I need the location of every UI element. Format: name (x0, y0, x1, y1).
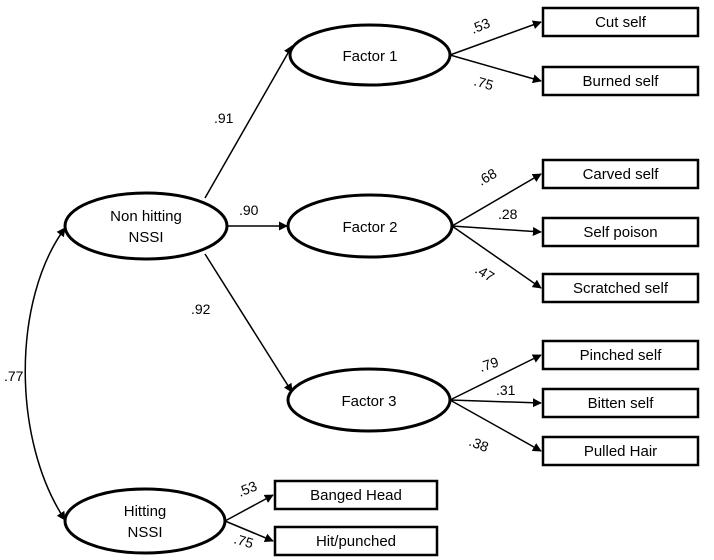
latent-factor3: Factor 3 (286, 367, 452, 433)
coef-hitting-hit: .75 (232, 531, 255, 552)
indicator-burned-self-label: Burned self (583, 73, 660, 90)
indicator-cut-self-label: Cut self (595, 14, 647, 31)
coef-nonhitting-factor2: .90 (239, 202, 259, 218)
latent-hitting-nssi: Hitting NSSI (63, 487, 227, 555)
indicator-bitten-self-label: Bitten self (588, 395, 655, 412)
latent-factor2: Factor 2 (286, 193, 454, 259)
edge-hitting-banged (224, 494, 274, 522)
indicator-banged-head: Banged Head (273, 479, 439, 511)
coef-correlation: .77 (4, 368, 24, 384)
latent-hitting-line1: Hitting (124, 503, 167, 520)
coef-factor3-bitten: .31 (496, 382, 516, 398)
indicator-pulled-hair: Pulled Hair (541, 435, 700, 467)
coef-nonhitting-factor3: .92 (191, 301, 211, 317)
latent-factor1: Factor 1 (288, 23, 452, 87)
indicator-self-poison: Self poison (541, 216, 700, 248)
indicator-cut-self: Cut self (541, 6, 700, 38)
edge-factor1-cut (449, 20, 542, 56)
coef-factor2-scratched: .47 (472, 261, 497, 285)
indicator-self-poison-label: Self poison (583, 224, 657, 241)
indicator-carved-self-label: Carved self (583, 166, 660, 183)
factor3-label: Factor 3 (341, 393, 396, 410)
latent-nonhitting-line2: NSSI (128, 229, 163, 246)
indicator-burned-self: Burned self (541, 65, 700, 97)
latent-hitting-line2: NSSI (127, 524, 162, 541)
coef-hitting-banged: .53 (235, 478, 259, 500)
indicator-pinched-self-label: Pinched self (580, 347, 663, 364)
indicator-scratched-self: Scratched self (541, 272, 700, 304)
edge-factor3-pulled (449, 399, 542, 452)
factor1-label: Factor 1 (342, 48, 397, 65)
edge-nonhitting-factor1 (204, 45, 293, 199)
coef-nonhitting-factor1: .91 (214, 110, 234, 126)
coef-factor3-pinched: .79 (477, 354, 501, 375)
latent-nonhitting-line1: Non hitting (110, 208, 182, 225)
coef-factor1-burned: .75 (472, 73, 495, 94)
coef-factor2-poison: .28 (498, 206, 518, 222)
indicator-hit-punched: Hit/punched (273, 525, 439, 557)
edge-hitting-hit (224, 520, 274, 543)
indicator-pinched-self: Pinched self (541, 339, 700, 371)
edge-factor3-pinched (449, 354, 542, 401)
edge-nonhitting-factor3 (204, 253, 293, 393)
coef-factor1-cut: .53 (468, 15, 492, 37)
latent-nonhitting-nssi: Non hitting NSSI (63, 191, 229, 261)
edge-factor2-poison (451, 225, 542, 236)
coef-factor3-pulled: .38 (467, 433, 491, 455)
correlation-arrow (24, 227, 66, 521)
edge-factor3-bitten (449, 398, 542, 408)
indicator-pulled-hair-label: Pulled Hair (584, 443, 657, 460)
edge-factor1-burned (449, 54, 542, 84)
indicator-bitten-self: Bitten self (541, 387, 700, 419)
indicator-scratched-self-label: Scratched self (573, 280, 669, 297)
edge-factor2-scratched (451, 225, 542, 289)
edge-factor2-carved (451, 173, 542, 227)
coef-factor2-carved: .68 (475, 165, 500, 189)
indicator-hit-punched-label: Hit/punched (316, 533, 396, 550)
factor2-label: Factor 2 (342, 219, 397, 236)
indicator-carved-self: Carved self (541, 158, 700, 190)
indicator-banged-head-label: Banged Head (310, 487, 402, 504)
